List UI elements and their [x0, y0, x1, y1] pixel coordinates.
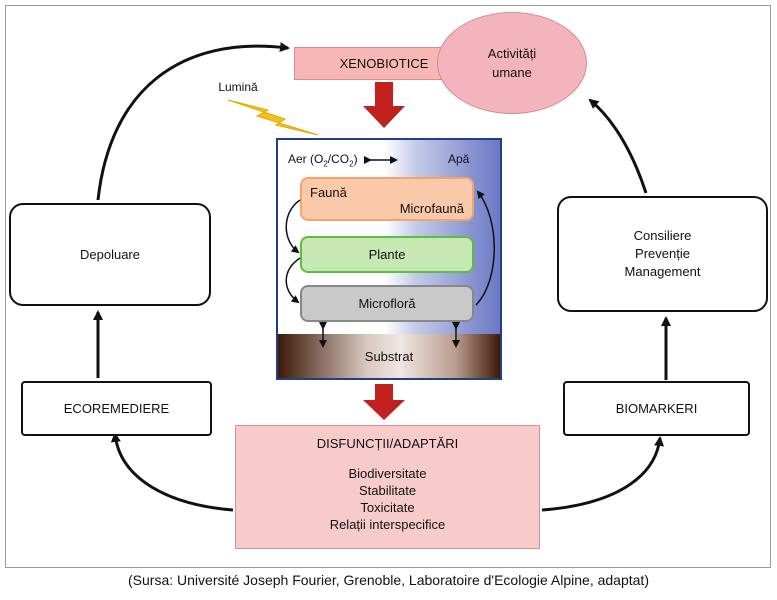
- lightning-icon: [227, 99, 319, 136]
- ecosystem-panel: Aer (O2/CO2) Apă Faună Microfaună Plante…: [276, 138, 502, 380]
- aer-sub-2: 2: [349, 159, 354, 169]
- depoluare-label: Depoluare: [80, 246, 140, 262]
- arrow-depoluare-to-xenobiotice: [96, 42, 290, 201]
- substrat-label: Substrat: [364, 348, 414, 364]
- substrat-band: Substrat: [278, 334, 500, 378]
- fauna-box: Faună Microfaună: [300, 177, 474, 221]
- disfunctii-box: DISFUNCȚII/ADAPTĂRI Biodiversitate Stabi…: [235, 425, 540, 549]
- disfunctii-item: Toxicitate: [360, 500, 415, 515]
- cycle-arrow-right: [475, 190, 495, 306]
- microfauna-label: Microfaună: [399, 201, 464, 216]
- aer-text-3: ): [353, 152, 358, 166]
- aer-label: Aer (O2/CO2): [288, 152, 358, 168]
- depoluare-box: Depoluare: [9, 203, 211, 306]
- microflora-box: Microfloră: [300, 285, 474, 322]
- consiliere-label: Consiliere: [633, 228, 692, 243]
- panel-arrows: [285, 156, 495, 348]
- biomarkeri-label: BIOMARKERI: [615, 400, 698, 416]
- microflora-label: Microfloră: [358, 296, 416, 311]
- ecoremediere-label: ECOREMEDIERE: [63, 400, 170, 416]
- arrow-consiliere-to-activitati: [588, 98, 648, 194]
- source-caption: (Sursa: Université Joseph Fourier, Greno…: [128, 572, 649, 588]
- activitati-umane-ellipse: Activități umane: [437, 12, 587, 114]
- red-down-arrow-icon: [363, 82, 405, 128]
- ecoremediere-box: ECOREMEDIERE: [21, 381, 212, 436]
- activitati-label-line2: umane: [492, 65, 532, 80]
- aer-text-2: /CO: [327, 152, 350, 166]
- fauna-label: Faună: [310, 185, 347, 200]
- arrow-disfunctii-to-biomarkeri: [541, 436, 665, 512]
- aer-sub-1: 2: [323, 159, 328, 169]
- management-label: Management: [624, 264, 701, 279]
- cycle-arrow-left-upper: [285, 199, 301, 254]
- arrow-disfunctii-to-ecoremediere: [110, 432, 234, 512]
- preventie-label: Prevenție: [635, 246, 690, 261]
- disfunctii-item: Relații interspecifice: [329, 517, 446, 532]
- lumina-label: Lumină: [218, 80, 258, 94]
- plante-box: Plante: [300, 236, 474, 273]
- plante-label: Plante: [368, 247, 406, 262]
- xenobiotice-label: XENOBIOTICE: [339, 55, 429, 71]
- disfunctii-item: Biodiversitate: [348, 466, 427, 481]
- disfunctii-title: DISFUNCȚII/ADAPTĂRI: [316, 436, 459, 451]
- apa-label: Apă: [448, 152, 470, 166]
- activitati-label-line1: Activități: [487, 46, 537, 61]
- aer-text-1: Aer (O: [288, 152, 324, 166]
- consiliere-box: Consiliere Prevenție Management: [557, 196, 768, 312]
- diagram-frame: [5, 5, 771, 568]
- cycle-arrow-left-lower: [285, 257, 301, 304]
- biomarkeri-box: BIOMARKERI: [563, 381, 750, 436]
- red-down-arrow-icon: [363, 384, 405, 420]
- disfunctii-item: Stabilitate: [358, 483, 417, 498]
